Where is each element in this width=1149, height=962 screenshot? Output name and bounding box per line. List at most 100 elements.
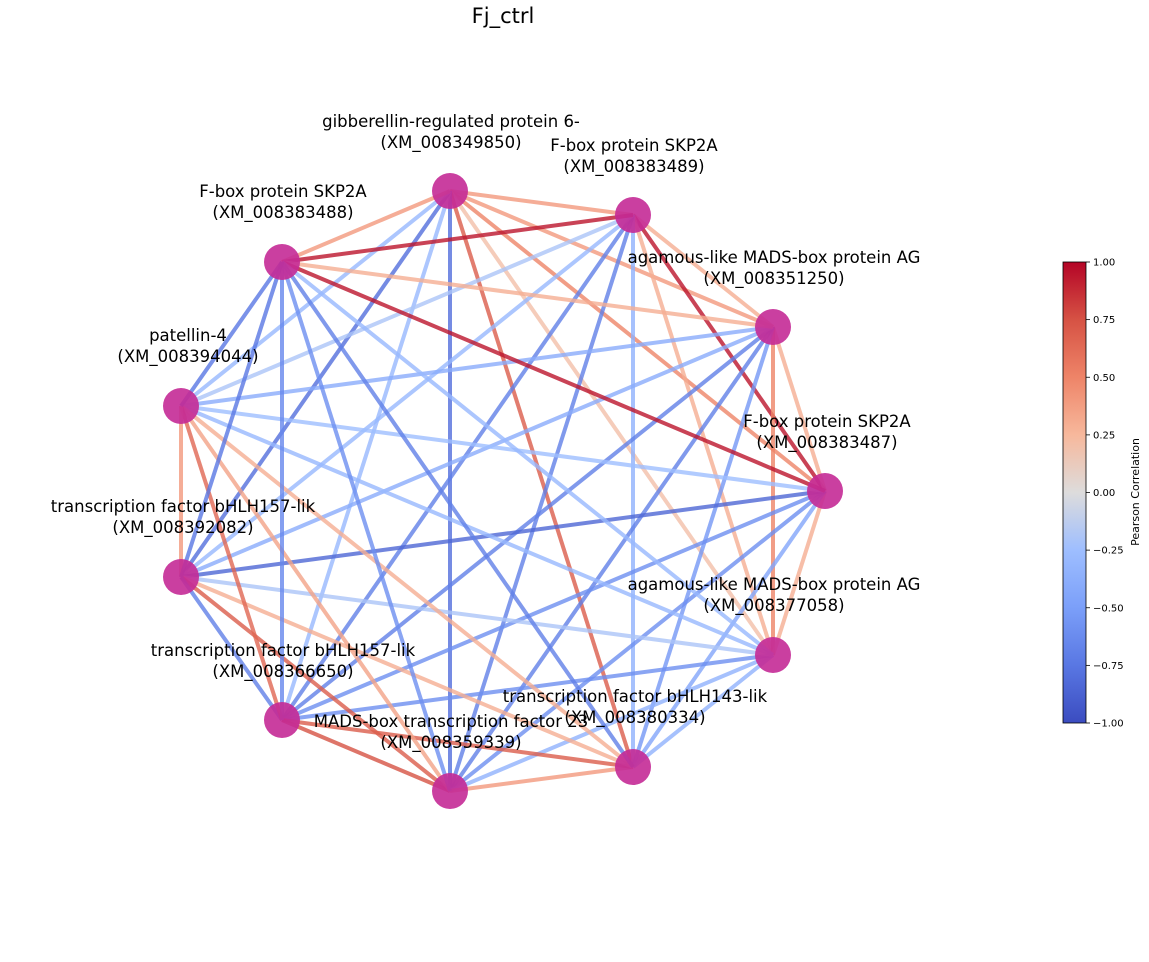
- colorbar-tick-label: 0.75: [1093, 315, 1115, 326]
- node-name: F-box protein SKP2A: [550, 136, 718, 155]
- node-n10: [163, 388, 199, 424]
- edge-n9-n11: [179, 261, 284, 578]
- edge-n4-n10: [180, 404, 826, 493]
- edge-n2-n10: [180, 213, 634, 408]
- edge-n5-n8: [281, 653, 774, 722]
- edge-n8-n9: [179, 575, 284, 722]
- node-label-n7: MADS-box transcription factor 23 (XM_0083…: [314, 712, 589, 753]
- colorbar-ticks: 1.000.750.500.250.00−0.25−0.50−0.75−1.00: [1086, 258, 1124, 730]
- edge-n5-n11: [280, 260, 775, 657]
- node-accession: (XM_008392082): [112, 518, 253, 538]
- edge-n10-n11: [179, 260, 284, 408]
- edge-n1-n3: [449, 189, 774, 329]
- edge-n5-n6: [631, 653, 775, 769]
- node-name: transcription factor bHLH157-lik: [151, 641, 416, 660]
- node-label-n4: F-box protein SKP2A (XM_008383487): [743, 412, 911, 453]
- node-label-n9: transcription factor bHLH157-lik (XM_0083…: [51, 497, 316, 538]
- edge-n3-n11: [281, 260, 774, 329]
- node-accession: (XM_008383487): [756, 433, 897, 453]
- node-name: agamous-like MADS-box protein AG: [628, 575, 921, 594]
- node-n7: [432, 773, 468, 809]
- node-name: transcription factor bHLH143-lik: [503, 687, 768, 706]
- edge-n3-n8: [280, 325, 775, 722]
- colorbar-tick-label: 0.00: [1093, 488, 1115, 499]
- edge-n2-n5: [631, 214, 775, 656]
- edge-n1-n11: [281, 189, 451, 264]
- edge-n5-n7: [449, 653, 774, 793]
- node-name: MADS-box transcription factor 23: [314, 712, 589, 731]
- colorbar-tick-label: −0.50: [1093, 603, 1124, 614]
- edge-n5-n9: [180, 575, 774, 657]
- node-accession: (XM_008380334): [564, 708, 705, 728]
- colorbar-tick-label: 0.50: [1093, 373, 1115, 384]
- edge-n1-n6: [448, 190, 635, 768]
- edge-n6-n9: [180, 575, 634, 769]
- node-name: patellin-4: [149, 326, 227, 345]
- edge-n1-n10: [179, 189, 452, 408]
- node-label-n2: F-box protein SKP2A (XM_008383489): [550, 136, 718, 177]
- node-name: agamous-like MADS-box protein AG: [628, 248, 921, 267]
- edge-n6-n7: [449, 765, 634, 793]
- edge-n4-n6: [631, 489, 827, 769]
- edge-n3-n4: [771, 326, 827, 492]
- colorbar-tick-label: −1.00: [1093, 719, 1124, 730]
- edges-layer: [179, 189, 827, 793]
- edge-n6-n11: [280, 260, 635, 769]
- edge-n3-n10: [180, 325, 774, 408]
- node-name: F-box protein SKP2A: [199, 182, 367, 201]
- edge-n1-n9: [179, 189, 452, 579]
- nodes-layer: [163, 173, 843, 809]
- node-n4: [807, 473, 843, 509]
- node-n1: [432, 173, 468, 209]
- colorbar-label: Pearson Correlation: [1129, 438, 1142, 546]
- labels-layer: gibberellin-regulated protein 6-(XM_0083…: [51, 112, 921, 753]
- figure-title: Fj_ctrl: [471, 4, 535, 28]
- edge-n6-n10: [179, 404, 635, 769]
- edge-n7-n11: [280, 261, 452, 792]
- colorbar-tick-label: 0.25: [1093, 430, 1115, 441]
- edge-n4-n5: [771, 490, 827, 656]
- colorbar-tick-label: −0.75: [1093, 661, 1124, 672]
- node-label-n6: transcription factor bHLH143-lik (XM_0083…: [503, 687, 768, 728]
- colorbar-bar: [1062, 261, 1087, 724]
- node-n5: [755, 637, 791, 673]
- edge-n7-n9: [179, 575, 452, 793]
- node-accession: (XM_008377058): [703, 596, 844, 616]
- colorbar-tick-label: 1.00: [1093, 258, 1115, 269]
- edge-n4-n11: [281, 260, 826, 493]
- edge-n7-n10: [179, 404, 452, 793]
- edge-n6-n8: [281, 718, 634, 769]
- node-n3: [755, 309, 791, 345]
- edge-n1-n4: [448, 189, 827, 493]
- node-accession: (XM_008394044): [117, 347, 258, 367]
- node-name: transcription factor bHLH157-lik: [51, 497, 316, 516]
- node-n8: [264, 702, 300, 738]
- edge-n2-n4: [631, 213, 827, 493]
- node-label-n5: agamous-like MADS-box protein AG (XM_0083…: [628, 575, 921, 616]
- node-label-n10: patellin-4 (XM_008394044): [117, 326, 258, 367]
- node-n6: [615, 749, 651, 785]
- node-label-n8: transcription factor bHLH157-lik(XM_0083…: [151, 641, 416, 682]
- node-accession: (XM_008359339): [380, 733, 521, 753]
- colorbar: 1.000.750.500.250.00−0.25−0.50−0.75−1.00…: [1062, 258, 1142, 730]
- edge-n2-n3: [631, 213, 775, 329]
- edge-n3-n6: [631, 326, 775, 768]
- node-accession: (XM_008383488): [212, 203, 353, 223]
- edge-n2-n11: [281, 213, 634, 264]
- node-accession: (XM_008351250): [703, 269, 844, 289]
- node-n11: [264, 244, 300, 280]
- edge-n1-n2: [449, 189, 634, 217]
- edge-n4-n7: [448, 489, 827, 793]
- node-label-n3: agamous-like MADS-box protein AG (XM_0083…: [628, 248, 921, 289]
- edge-n8-n10: [179, 405, 284, 721]
- edge-n7-n8: [281, 718, 451, 793]
- node-n2: [615, 197, 651, 233]
- node-accession: (XM_008349850): [380, 133, 521, 153]
- node-accession: (XM_008383489): [563, 157, 704, 177]
- node-n9: [163, 559, 199, 595]
- edge-n5-n10: [180, 404, 774, 657]
- node-label-n1: gibberellin-regulated protein 6-(XM_0083…: [322, 112, 580, 153]
- node-name: F-box protein SKP2A: [743, 412, 911, 431]
